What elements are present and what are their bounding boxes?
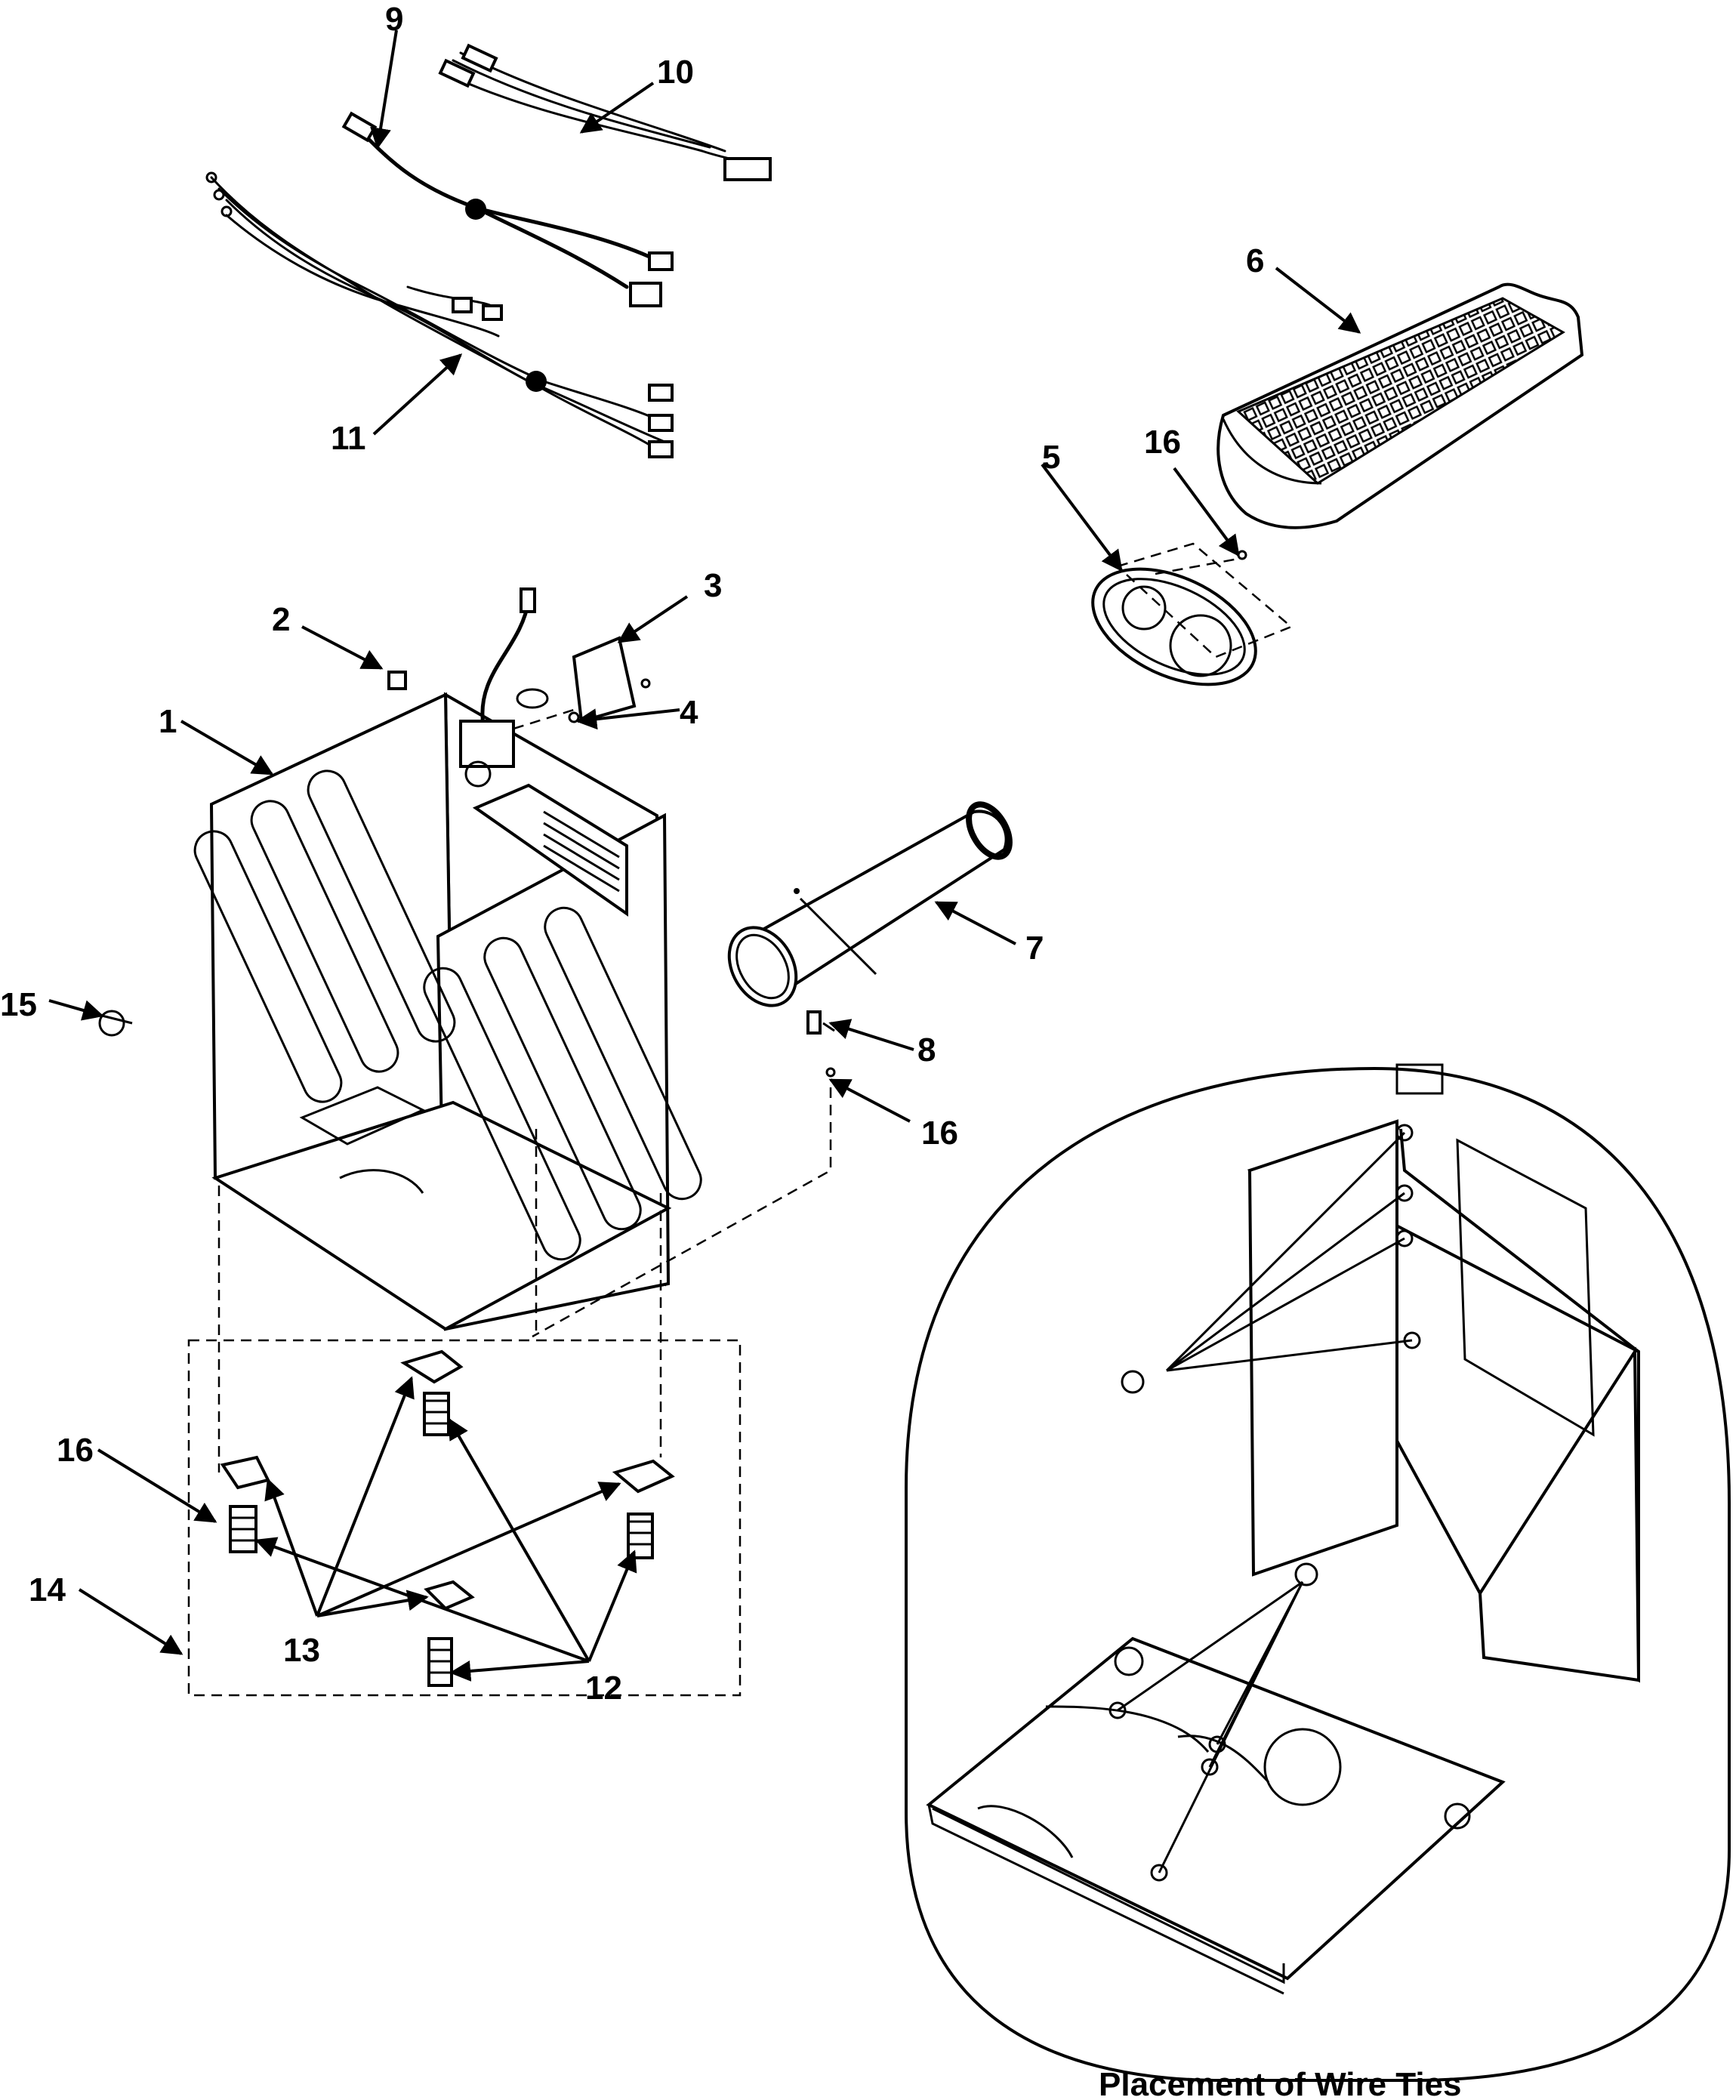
lint-filter-cover — [1091, 542, 1294, 686]
callout-8: 8 — [917, 1031, 936, 1069]
callout-12: 12 — [585, 1670, 622, 1707]
callout-11: 11 — [331, 420, 366, 457]
junction-cover — [387, 636, 651, 730]
callout-14: 14 — [29, 1571, 66, 1608]
wire-tie-placement-inset — [905, 1063, 1731, 2082]
callout-2: 2 — [272, 601, 290, 638]
inset-caption: Placement of Wire Ties — [1099, 2066, 1462, 2100]
callout-3: 3 — [704, 567, 722, 604]
callout-labels: 1 2 3 4 5 6 7 8 9 10 11 12 13 14 15 16 1… — [0, 1, 1264, 1707]
wire-tie-15 — [98, 1010, 133, 1037]
callout-13: 13 — [283, 1632, 320, 1669]
callout-4: 4 — [680, 694, 698, 731]
callout-16-legs: 16 — [57, 1432, 94, 1469]
callout-1: 1 — [159, 703, 177, 740]
callout-16-duct: 16 — [921, 1115, 958, 1152]
callout-15: 15 — [0, 986, 37, 1023]
wire-harness-group — [205, 43, 772, 458]
callout-5: 5 — [1042, 439, 1060, 476]
callout-9: 9 — [385, 1, 403, 38]
exhaust-duct — [727, 801, 1013, 1007]
callout-16-filter: 16 — [1144, 424, 1181, 461]
lint-filter — [1216, 282, 1584, 529]
callout-6: 6 — [1246, 242, 1264, 279]
callout-7: 7 — [1025, 930, 1044, 967]
cabinet — [193, 587, 702, 1331]
callout-leaders — [48, 29, 1361, 1682]
callout-10: 10 — [657, 54, 694, 91]
